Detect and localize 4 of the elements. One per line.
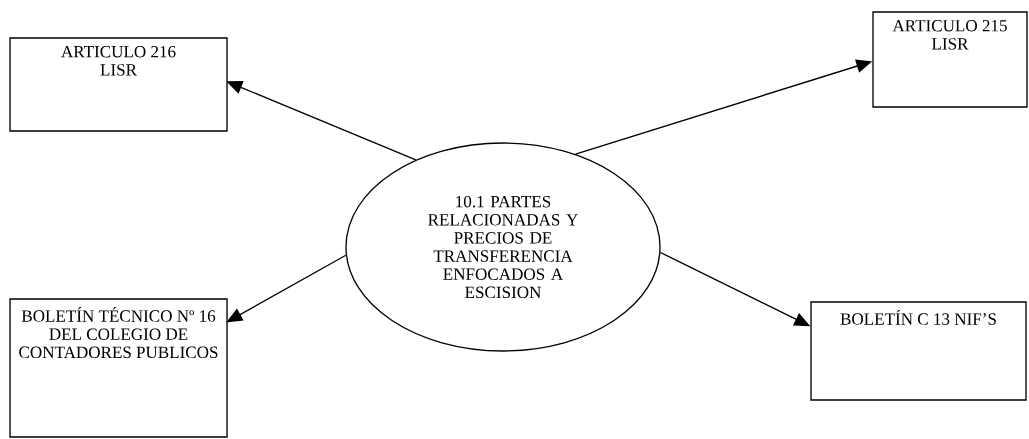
text-box: BOLETÍN C 13 NIF’S bbox=[810, 301, 1027, 401]
text-box: BOLETÍN TÉCNICO Nº 16 DEL COLEGIO DE CONTADORES PUBLICOS bbox=[9, 298, 228, 438]
text-box: ARTICULO 215 LISR bbox=[872, 11, 1028, 108]
text-box: ARTICULO 216 LISR bbox=[9, 37, 228, 132]
